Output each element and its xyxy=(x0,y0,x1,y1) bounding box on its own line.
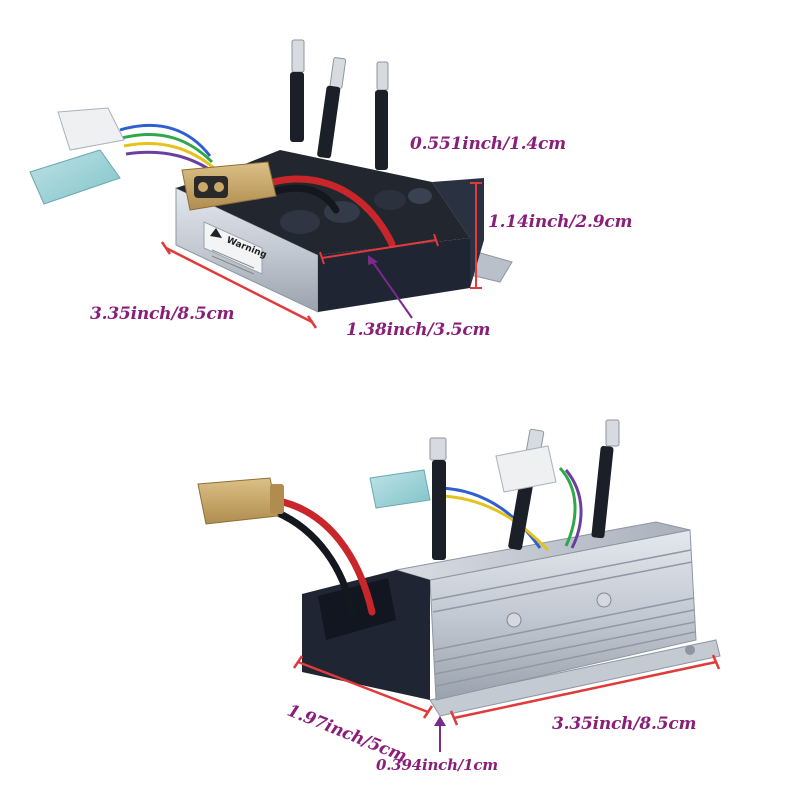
hall-connector xyxy=(57,107,125,151)
phase-terminal xyxy=(290,39,305,142)
signal-wire xyxy=(123,141,215,170)
bottom-dimension-lines xyxy=(292,654,721,752)
hall-connector xyxy=(495,445,557,493)
label-width-top: 1.38inch/3.5cm xyxy=(346,320,491,340)
signal-wire xyxy=(443,494,550,552)
phase-terminal xyxy=(375,61,389,170)
label-height: 1.14inch/2.9cm xyxy=(488,212,633,232)
capacitor xyxy=(280,210,320,234)
mounting-screw xyxy=(596,592,612,608)
label-length-top: 3.35inch/8.5cm xyxy=(90,304,235,324)
hall-pcb xyxy=(29,149,121,205)
mounting-flange xyxy=(429,639,721,717)
phase-terminal xyxy=(429,437,447,560)
dark-housing-end xyxy=(432,178,484,288)
xt60-connector xyxy=(181,161,277,211)
arrow-width-pointer xyxy=(369,257,413,319)
dark-housing-opening xyxy=(318,578,396,640)
mounting-screw xyxy=(506,612,522,628)
capacitor xyxy=(374,190,406,210)
heatsink-fins xyxy=(431,549,696,687)
label-terminal-length: 0.551inch/1.4cm xyxy=(410,134,566,154)
capacitor xyxy=(408,188,432,204)
signal-wire xyxy=(439,486,542,549)
red-wire xyxy=(270,496,376,616)
top-dimension-lines xyxy=(160,182,482,329)
controller-top: Warning xyxy=(29,39,513,313)
signal-wire xyxy=(121,132,214,164)
dim-line-length xyxy=(165,246,313,324)
label-flange: 0.394inch/1cm xyxy=(376,756,498,774)
phase-terminal xyxy=(591,419,620,539)
black-wire xyxy=(272,508,356,616)
red-wire xyxy=(258,175,396,248)
dim-line-length xyxy=(453,660,717,720)
dim-line-width xyxy=(297,660,429,714)
signal-wire xyxy=(564,469,583,549)
dark-housing-front xyxy=(318,238,470,312)
hall-pcb xyxy=(369,469,431,509)
xt60-connector xyxy=(197,477,284,525)
dim-line-width xyxy=(321,239,437,259)
controller-bottom xyxy=(197,419,721,717)
signal-wire xyxy=(558,466,577,547)
signal-wire xyxy=(119,123,212,157)
label-length-bottom: 3.35inch/8.5cm xyxy=(552,714,697,734)
phase-terminal xyxy=(317,57,347,159)
